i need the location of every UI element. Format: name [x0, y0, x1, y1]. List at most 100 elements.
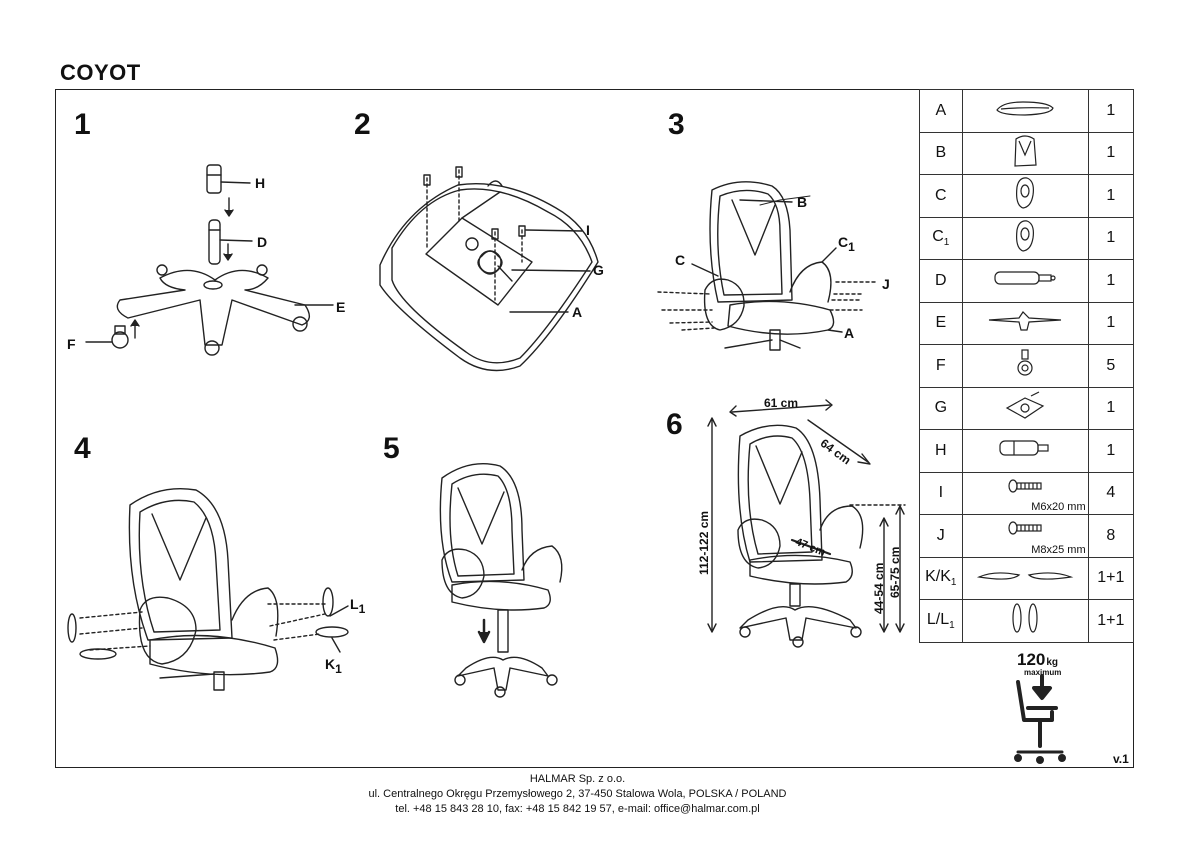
backrest-icon	[1012, 133, 1038, 174]
footer: HALMAR Sp. z o.o. ul. Centralnego Okręgu…	[0, 772, 1155, 817]
part-quantity: 1	[1087, 174, 1135, 218]
part-code: A	[919, 89, 963, 133]
step-1-number: 1	[74, 108, 91, 141]
step-1-drawing	[85, 164, 334, 356]
part-quantity: 5	[1087, 344, 1135, 388]
weight-capacity-icon	[1014, 674, 1066, 764]
part-code: C	[919, 174, 963, 218]
step-6-drawing	[707, 399, 906, 648]
version-label: v.1	[1113, 752, 1129, 766]
part-quantity: 1	[1087, 429, 1135, 473]
cap-icon	[1005, 601, 1045, 640]
part-image-cell	[961, 301, 1089, 345]
part-spec: M6x20 mm	[1031, 501, 1086, 513]
gas-lift-icon	[993, 268, 1057, 293]
capacity-value: 120kg	[1017, 650, 1059, 669]
part-code: J	[919, 514, 963, 558]
part-quantity: 1+1	[1087, 599, 1135, 643]
part-quantity: 1	[1087, 216, 1135, 260]
part-code: C1	[919, 216, 963, 260]
label-f: F	[67, 336, 76, 352]
step-3-number: 3	[668, 108, 685, 141]
part-image-cell	[961, 386, 1089, 430]
dimension-height: 112-122 cm	[697, 510, 711, 575]
part-quantity: 1+1	[1087, 556, 1135, 600]
part-code: B	[919, 131, 963, 175]
label-h: H	[255, 175, 266, 191]
part-image-cell	[961, 599, 1089, 643]
part-image-cell	[961, 131, 1089, 175]
screw-icon	[1007, 520, 1043, 541]
caster-icon	[1013, 348, 1037, 383]
part-quantity: 1	[1087, 386, 1135, 430]
part-code: G	[919, 386, 963, 430]
label-i: I	[586, 222, 590, 238]
part-image-cell	[961, 344, 1089, 388]
step-5-drawing	[439, 463, 563, 698]
part-quantity: 1	[1087, 301, 1135, 345]
mechanism-icon	[1003, 390, 1047, 427]
dimension-width: 61 cm	[764, 396, 799, 410]
step-2-drawing	[379, 166, 599, 372]
label-a-step3: A	[844, 325, 855, 341]
capacity-note: maximum	[1024, 668, 1062, 677]
label-e: E	[336, 299, 346, 315]
dimension-arm-height: 65-75 cm	[888, 546, 902, 598]
step-4-number: 4	[74, 432, 91, 465]
footer-company: HALMAR Sp. z o.o.	[529, 773, 626, 785]
part-code: L/L1	[919, 599, 963, 643]
label-g: G	[593, 262, 604, 278]
part-row: C1 1	[919, 216, 1135, 260]
label-j: J	[882, 276, 890, 292]
instruction-frame	[55, 89, 1134, 768]
part-code: H	[919, 429, 963, 473]
part-image-cell	[961, 174, 1089, 218]
part-code: E	[919, 301, 963, 345]
footer-contact: tel. +48 15 843 28 10, fax: +48 15 842 1…	[395, 803, 760, 815]
part-row: L/L1 1+1	[919, 599, 1135, 643]
step-6-number: 6	[666, 408, 683, 441]
part-code: K/K1	[919, 556, 963, 600]
screw-icon	[1007, 478, 1043, 499]
label-b: B	[797, 194, 808, 210]
part-quantity: 4	[1087, 471, 1135, 515]
step-2-number: 2	[354, 108, 371, 141]
step-5-number: 5	[383, 432, 400, 465]
part-quantity: 1	[1087, 131, 1135, 175]
armrest-icon	[1013, 218, 1037, 259]
page-title: COYOT	[60, 60, 141, 85]
part-image-cell	[961, 429, 1089, 473]
footer-address: ul. Centralnego Okręgu Przemysłowego 2, …	[368, 788, 787, 800]
part-code: F	[919, 344, 963, 388]
part-quantity: 8	[1087, 514, 1135, 558]
label-k1: K1	[325, 656, 342, 676]
dimension-seat-height: 44-54 cm	[872, 562, 886, 614]
part-image-cell	[961, 259, 1089, 303]
part-code: I	[919, 471, 963, 515]
part-row: K/K1 1+1	[919, 556, 1135, 600]
part-image-cell	[961, 556, 1089, 600]
part-code: D	[919, 259, 963, 303]
seat-icon	[993, 98, 1057, 123]
base-icon	[985, 310, 1065, 337]
label-l1: L1	[350, 596, 366, 616]
step-3-drawing	[657, 181, 879, 351]
step-4-drawing	[67, 487, 349, 691]
part-quantity: 1	[1087, 259, 1135, 303]
part-image-cell: M6x20 mm	[961, 471, 1089, 515]
label-c1: C1	[838, 234, 855, 254]
part-quantity: 1	[1087, 89, 1135, 133]
label-d: D	[257, 234, 268, 250]
label-c: C	[675, 252, 686, 268]
arm-pad-icon	[975, 568, 1075, 589]
